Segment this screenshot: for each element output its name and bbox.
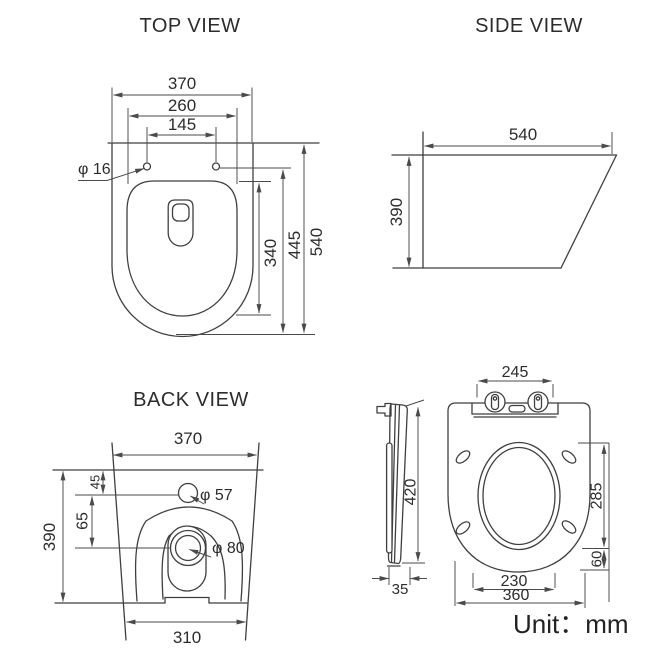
- side-view-dimensions: 540 390: [387, 125, 613, 268]
- dim-label-445: 445: [285, 231, 304, 259]
- bumper-bottom-left: [455, 521, 471, 535]
- flush-outlet-outer: [167, 199, 194, 247]
- dim-label-45: 45: [88, 475, 103, 489]
- seat-front-view: [447, 391, 591, 573]
- dim-label-360: 360: [503, 587, 530, 604]
- side-view-title: SIDE VIEW: [475, 15, 583, 37]
- dim-label-60: 60: [588, 551, 605, 568]
- dim-label-540-length: 540: [509, 125, 537, 144]
- back-view: BACK VIEW 370 45 65: [40, 389, 264, 647]
- drain-hole-inner: [174, 534, 202, 562]
- flush-outlet-inner: [171, 203, 190, 222]
- seat-opening-outer: [477, 441, 561, 551]
- back-view-dimensions: 370 45 65 390 φ 57 φ 80 310: [40, 429, 258, 647]
- seat-opening-outline: [126, 180, 238, 317]
- top-view-title: TOP VIEW: [139, 15, 240, 37]
- mounting-hole-right: [211, 162, 221, 171]
- dim-label-145: 145: [168, 115, 196, 134]
- water-inlet-hole: [177, 482, 199, 504]
- dim-label-260: 260: [168, 96, 196, 115]
- seat-views: 420 35: [372, 364, 610, 608]
- dim-label-310: 310: [173, 628, 201, 647]
- bumper-bottom-right: [561, 520, 577, 534]
- dim-label-370-back: 370: [174, 429, 202, 448]
- dim-label-phi16: φ 16: [78, 161, 111, 178]
- side-view-pan-outline: [391, 131, 618, 269]
- dim-label-370: 370: [168, 74, 196, 93]
- top-view-dimensions: 370 260 145 φ 16 340 445 540: [78, 74, 326, 335]
- dim-label-540-depth: 540: [307, 228, 326, 256]
- dim-label-285: 285: [589, 483, 606, 510]
- trapway-arch-outer: [134, 506, 244, 602]
- hinge-center-slot: [508, 404, 526, 413]
- seat-side-profile: [376, 402, 408, 567]
- bumper-top-left: [455, 450, 471, 464]
- bumper-top-right: [561, 450, 577, 464]
- dim-label-65: 65: [75, 512, 92, 530]
- top-view: TOP VIEW 370 260 145 φ 16: [78, 15, 326, 338]
- seat-opening-inner: [482, 446, 556, 546]
- dim-label-phi57: φ 57: [200, 487, 233, 504]
- seat-outline: [447, 402, 591, 573]
- dim-label-35: 35: [392, 581, 409, 598]
- dim-label-245: 245: [502, 364, 529, 381]
- dim-label-420: 420: [403, 479, 420, 506]
- unit-label: Unit：mm: [513, 609, 629, 639]
- hinge-bolt: [376, 402, 392, 417]
- dim-label-390-back: 390: [40, 523, 59, 551]
- back-view-title: BACK VIEW: [133, 389, 249, 411]
- side-view: SIDE VIEW 540 390: [387, 15, 618, 269]
- seat-front-dimensions: 245 285 60 230 360: [454, 364, 610, 608]
- top-view-pan-outline: [107, 142, 320, 338]
- dim-label-phi80: φ 80: [212, 540, 245, 557]
- dim-label-230: 230: [501, 573, 528, 590]
- seat-ring-profile: [385, 442, 393, 554]
- dim-label-390-side: 390: [387, 198, 406, 226]
- dim-label-340: 340: [261, 239, 280, 267]
- mounting-hole-left: [142, 162, 152, 171]
- seat-side-dimensions: 420 35: [372, 399, 427, 598]
